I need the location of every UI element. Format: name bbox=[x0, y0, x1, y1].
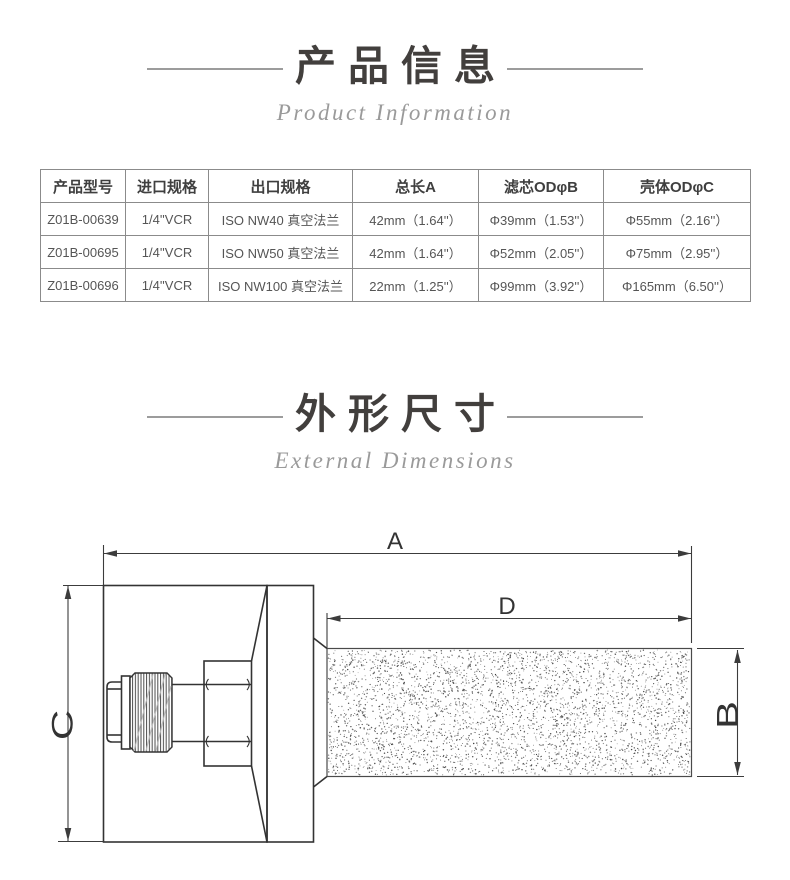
column-header: 壳体ODφC bbox=[603, 169, 751, 203]
table-cell: 42mm（1.64''） bbox=[352, 202, 479, 236]
section-title-external-dimensions: 外形尺寸 bbox=[295, 391, 507, 437]
table-cell: Φ99mm（3.92''） bbox=[478, 268, 604, 302]
knurled-nut bbox=[129, 672, 173, 753]
table-cell: Z01B-00696 bbox=[40, 268, 126, 302]
decorative-line-left bbox=[147, 416, 283, 418]
table-cell: Φ165mm（6.50''） bbox=[603, 268, 751, 302]
dimension-labels: A D C B bbox=[46, 528, 745, 740]
section-header-product-info: 产品信息 Product Information bbox=[0, 45, 790, 126]
housing-outline bbox=[102, 584, 328, 843]
table-cell: Φ55mm（2.16''） bbox=[603, 202, 751, 236]
decorative-line-left bbox=[147, 68, 283, 70]
section-title-product-info: 产品信息 bbox=[295, 43, 507, 89]
section-subtitle-product-info: Product Information bbox=[276, 100, 514, 125]
column-header: 出口规格 bbox=[208, 169, 353, 203]
section-header-external-dimensions: 外形尺寸 External Dimensions bbox=[0, 393, 790, 474]
table-cell: Z01B-00639 bbox=[40, 202, 126, 236]
table-cell: ISO NW100 真空法兰 bbox=[208, 268, 353, 302]
table-cell: 22mm（1.25''） bbox=[352, 268, 479, 302]
table-cell: ISO NW40 真空法兰 bbox=[208, 202, 353, 236]
column-header: 产品型号 bbox=[40, 169, 126, 203]
table-cell: ISO NW50 真空法兰 bbox=[208, 235, 353, 269]
dimension-lines bbox=[58, 545, 744, 843]
section-subtitle-external-dimensions: External Dimensions bbox=[274, 448, 516, 473]
table-cell: 1/4''VCR bbox=[125, 235, 209, 269]
table-cell: Z01B-00695 bbox=[40, 235, 126, 269]
dim-label-c: C bbox=[46, 710, 80, 740]
column-header: 滤芯ODφB bbox=[478, 169, 604, 203]
filter-element bbox=[326, 647, 693, 778]
hex-chamfer-marks bbox=[205, 678, 250, 748]
decorative-line-right bbox=[507, 68, 643, 70]
dim-label-b: B bbox=[711, 701, 745, 729]
dim-label-d: D bbox=[498, 593, 515, 620]
column-header: 总长A bbox=[352, 169, 479, 203]
table-cell: Φ39mm（1.53''） bbox=[478, 202, 604, 236]
decorative-line-right bbox=[507, 416, 643, 418]
dim-label-a: A bbox=[387, 528, 403, 555]
table-cell: 1/4''VCR bbox=[125, 268, 209, 302]
